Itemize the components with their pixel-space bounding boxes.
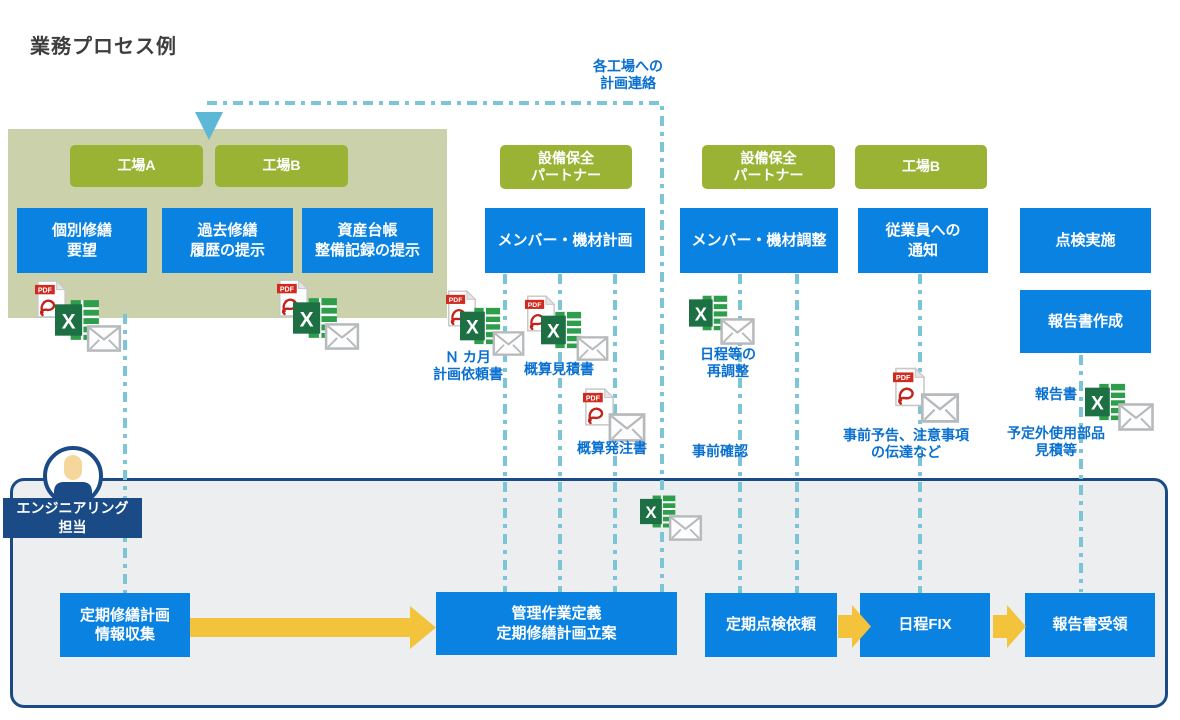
step-past-repair-history: 過去修繕 履歴の提示 (162, 208, 293, 273)
step-periodic-inspection-request: 定期点検依頼 (705, 593, 837, 657)
group-factory-b: 工場B (215, 145, 348, 187)
step-asset-ledger: 資産台帳 整備記録の提示 (302, 208, 433, 273)
step-member-equipment-plan: メンバー・機材計画 (485, 208, 645, 273)
doc-label-advance-notice: 事前予告、注意事項 の伝達など (843, 427, 969, 460)
group-factory-a: 工場A (70, 145, 203, 187)
doc-label-n-month-plan-request: Ｎ カ月 計画依頼書 (433, 349, 503, 382)
mail-envelope-icon (668, 515, 703, 541)
doc-label-advance-check: 事前確認 (692, 443, 748, 459)
step-employee-notification: 従業員への 通知 (858, 208, 988, 273)
mail-envelope-icon (720, 318, 755, 345)
page-title: 業務プロセス例 (30, 36, 177, 58)
mail-envelope-icon (86, 325, 122, 352)
step-individual-repair-request: 個別修繕 要望 (17, 208, 147, 273)
actor-engineering-staff: エンジニアリング 担当 (3, 498, 142, 538)
doc-label-report: 報告書 (1035, 386, 1077, 402)
group-maintenance-partner-2: 設備保全 パートナー (702, 145, 835, 189)
doc-label-rough-estimate: 概算見積書 (524, 361, 594, 377)
group-maintenance-partner-1: 設備保全 パートナー (500, 145, 632, 189)
step-member-equipment-adjust: メンバー・機材調整 (680, 208, 838, 273)
step-schedule-fix: 日程FIX (860, 593, 990, 657)
step-inspection-execution: 点検実施 (1020, 208, 1151, 273)
mail-envelope-icon (576, 336, 609, 361)
step-periodic-repair-info: 定期修繕計画 情報収集 (60, 593, 190, 657)
plan-contact-note: 各工場への 計画連絡 (593, 58, 663, 91)
mail-envelope-icon (324, 323, 360, 350)
mail-envelope-icon (920, 393, 960, 423)
mail-envelope-icon (608, 413, 646, 442)
doc-label-schedule-readjust: 日程等の 再調整 (700, 346, 756, 379)
step-report-receipt: 報告書受領 (1025, 593, 1155, 657)
step-work-definition-planning: 管理作業定義 定期修繕計画立案 (436, 592, 677, 655)
step-report-creation: 報告書作成 (1020, 290, 1151, 353)
doc-label-rough-order: 概算発注書 (577, 440, 647, 456)
doc-label-unplanned-parts: 予定外使用部品 見積等 (1007, 425, 1105, 458)
group-factory-b-right: 工場B (855, 145, 987, 189)
